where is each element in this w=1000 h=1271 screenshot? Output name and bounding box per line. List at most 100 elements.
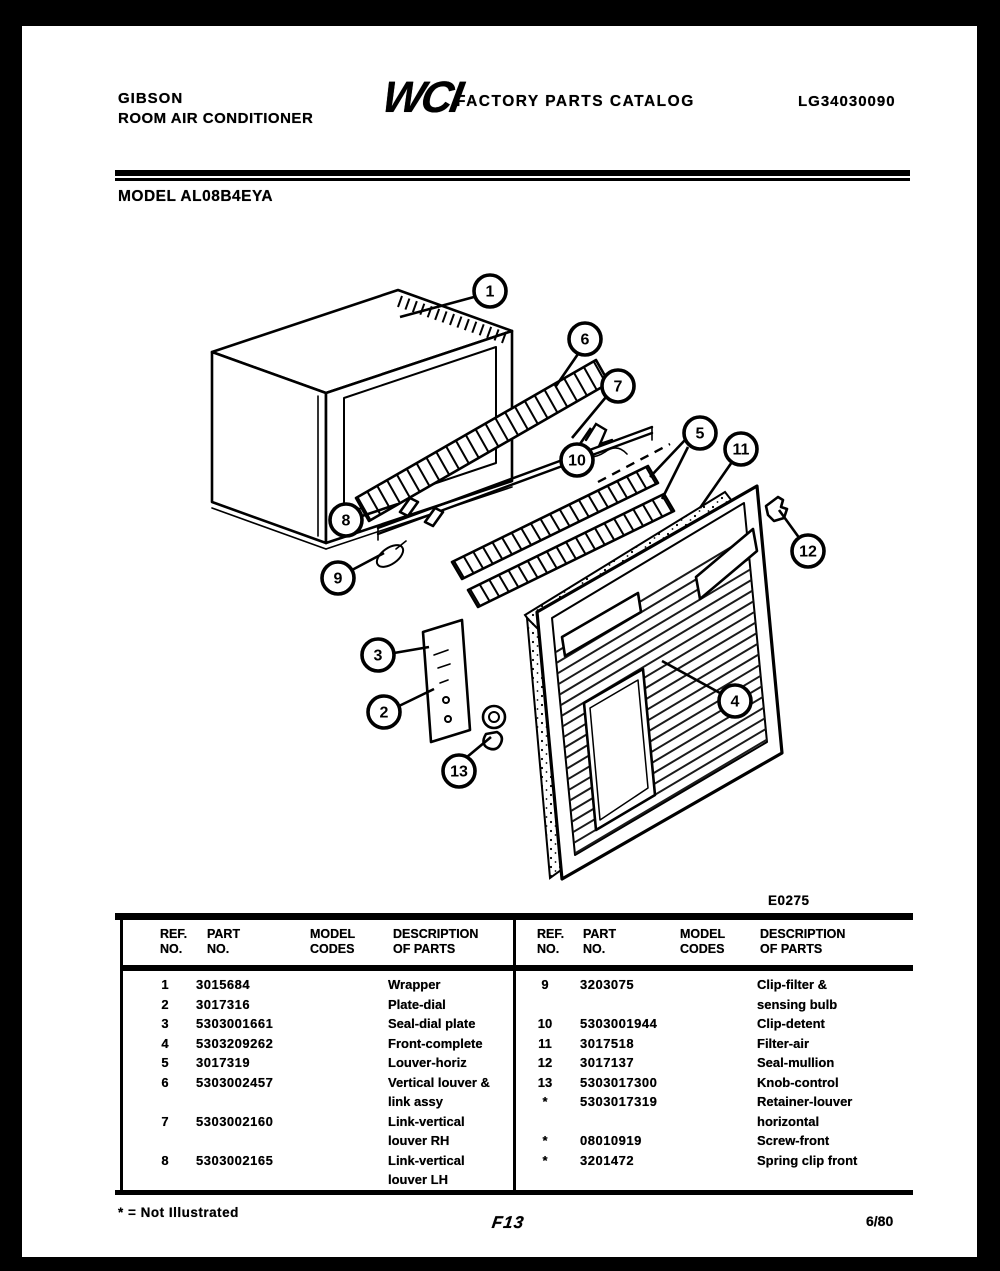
ref-no: * [542,1133,548,1148]
svg-text:1: 1 [486,284,495,301]
part-description: Link-vertical louver LH [388,1152,465,1188]
svg-text:11: 11 [733,442,750,459]
part-description: Seal-mullion [757,1055,835,1070]
svg-text:7: 7 [614,379,623,396]
revision-date: 6/80 [866,1213,894,1229]
ref-no: 7 [161,1113,169,1129]
svg-text:3: 3 [374,648,383,665]
table-border-bottom [115,1190,913,1195]
front-panel-drawing [535,484,784,881]
ref-no: 8 [161,1152,169,1168]
table-row: 13 5303017300 Knob-control [527,1073,907,1093]
part-description: Link-vertical louver RH [388,1113,465,1149]
dial-plate-drawing [421,618,472,744]
callout-8: 8 [328,502,399,538]
svg-text:5: 5 [696,426,705,443]
ref-no: 4 [161,1035,169,1051]
part-no: 3017518 [580,1035,635,1051]
callout-7: 7 [570,368,636,439]
link-rail-drawing [376,425,654,541]
part-description: Vertical louver & link assy [388,1074,490,1110]
table-border-top [115,913,913,920]
part-no: 5303001944 [580,1016,658,1031]
part-description: Plate-dial [388,996,446,1012]
plate-code: E0275 [768,893,810,908]
part-no: 5303002165 [196,1152,274,1168]
col-header-ref-right: REF. NO. [537,927,565,956]
col-header-part-left: PART NO. [207,927,241,956]
callout-4: 4 [661,659,753,719]
part-no: 5303002457 [196,1074,274,1090]
table-row: 1 3015684 Wrapper [145,975,513,995]
svg-text:12: 12 [799,544,817,561]
part-no: 08010919 [580,1133,642,1148]
header-rule-top [115,170,910,176]
parts-table: REF. NO. PART NO. MODEL CODES DESCRIPTIO… [115,913,913,1196]
part-no: 5303209262 [196,1035,274,1051]
ref-no: 12 [537,1055,553,1070]
svg-text:9: 9 [334,571,343,588]
part-description: Clip-filter & sensing bulb [757,977,838,1012]
part-description: Front-complete [388,1035,483,1051]
header-rule-bottom [115,178,910,181]
table-border-left [120,920,123,1190]
table-body-right: 9 3203075 Clip-filter & sensing bulb 10 … [527,975,907,1170]
callout-5: 5 [649,415,718,500]
table-row: 4 5303209262 Front-complete [145,1034,513,1054]
part-description: Screw-front [757,1133,830,1148]
table-body-left: 1 3015684 Wrapper 2 3017316 Plate-dial 3… [145,975,513,1190]
ref-no: 9 [541,977,549,992]
callout-2: 2 [366,687,435,730]
ref-no: 2 [161,996,169,1012]
svg-text:6: 6 [581,332,590,349]
ref-no: 1 [161,977,169,992]
table-row: 11 3017518 Filter-air [527,1034,907,1054]
svg-text:2: 2 [380,705,389,722]
part-no: 3017137 [580,1055,635,1070]
table-row: 12 3017137 Seal-mullion [527,1053,907,1073]
part-description: Louver-horiz [388,1055,467,1070]
scan-edge-right [977,0,1000,1271]
ref-no: 3 [161,1016,169,1031]
brand-name: GIBSON [118,90,184,107]
scan-edge-bottom [0,1257,1000,1271]
callout-1: 1 [399,273,508,319]
col-header-codes-right: MODEL CODES [680,927,725,956]
part-description: Clip-detent [757,1016,825,1031]
brand-product-line: ROOM AIR CONDITIONER [118,110,314,127]
ref-no: 13 [537,1074,553,1090]
model-number: MODEL AL08B4EYA [118,188,274,205]
clip-detent-drawing [584,422,614,446]
ref-no: 5 [161,1055,169,1070]
table-row: 10 5303001944 Clip-detent [527,1014,907,1034]
part-no: 3015684 [196,977,251,992]
ref-no: 10 [537,1016,553,1031]
col-header-desc-left: DESCRIPTION OF PARTS [393,927,479,956]
callout-3: 3 [360,637,430,673]
callout-11: 11 [698,431,759,509]
part-no: 3017316 [196,996,251,1012]
callout-12: 12 [777,509,826,569]
table-divider-center [513,920,516,1190]
callout-13: 13 [441,736,492,789]
part-no: 5303017300 [580,1074,658,1090]
col-header-ref-left: REF. NO. [160,927,188,956]
part-description: Retainer-louver horizontal [757,1094,853,1129]
part-no: 5303001661 [196,1016,274,1031]
svg-text:4: 4 [731,694,740,711]
table-row: * 08010919 Screw-front [527,1131,907,1151]
part-description: Wrapper [388,977,441,992]
table-row: 8 5303002165 Link-vertical louver LH [145,1151,513,1190]
ref-no: 6 [161,1074,169,1090]
horizontal-louver-strips-drawing [450,442,676,609]
table-row: 5 3017319 Louver-horiz [145,1053,513,1073]
part-no: 5303017319 [580,1094,658,1109]
publication-number: LG34030090 [798,93,896,110]
table-row: * 3201472 Spring clip front [527,1151,907,1171]
callout-6: 6 [554,321,603,387]
part-description: Spring clip front [757,1152,858,1168]
part-no: 3017319 [196,1055,251,1070]
table-row: 6 5303002457 Vertical louver & link assy [145,1073,513,1112]
